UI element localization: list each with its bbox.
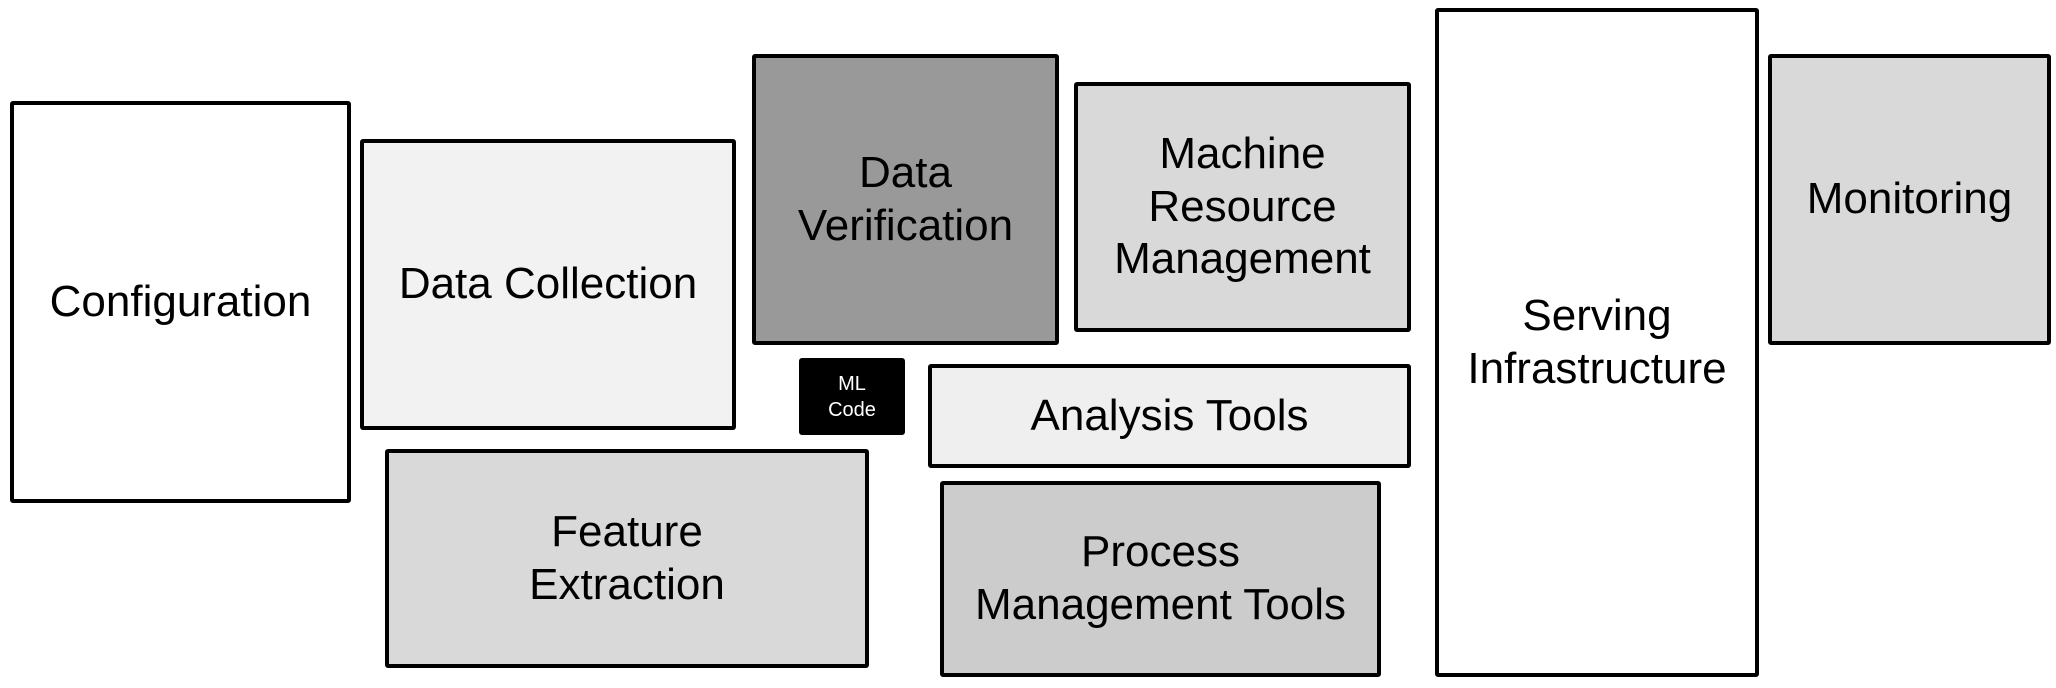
configuration-label: Configuration [49,276,312,326]
ml-code-box: ML Code [799,358,905,435]
data-verification-box: Data Verification [752,54,1059,345]
analysis-tools-label: Analysis Tools [1030,390,1309,440]
ml-code-label: ML Code [828,372,876,421]
machine-resource-management-box: Machine Resource Management [1074,82,1411,332]
machine-resource-management-label: Machine Resource Management [1114,128,1371,284]
monitoring-box: Monitoring [1768,54,2051,345]
configuration-box: Configuration [10,101,351,503]
serving-infrastructure-label: Serving Infrastructure [1467,290,1727,393]
data-verification-label: Data Verification [797,147,1014,250]
process-management-tools-box: Process Management Tools [940,481,1381,677]
data-collection-label: Data Collection [398,259,698,309]
process-management-tools-label: Process Management Tools [975,527,1346,629]
monitoring-label: Monitoring [1806,174,2013,224]
feature-extraction-box: Feature Extraction [385,449,869,668]
serving-infrastructure-box: Serving Infrastructure [1435,8,1759,677]
analysis-tools-box: Analysis Tools [928,364,1411,468]
feature-extraction-label: Feature Extraction [529,506,725,609]
data-collection-box: Data Collection [360,139,736,430]
